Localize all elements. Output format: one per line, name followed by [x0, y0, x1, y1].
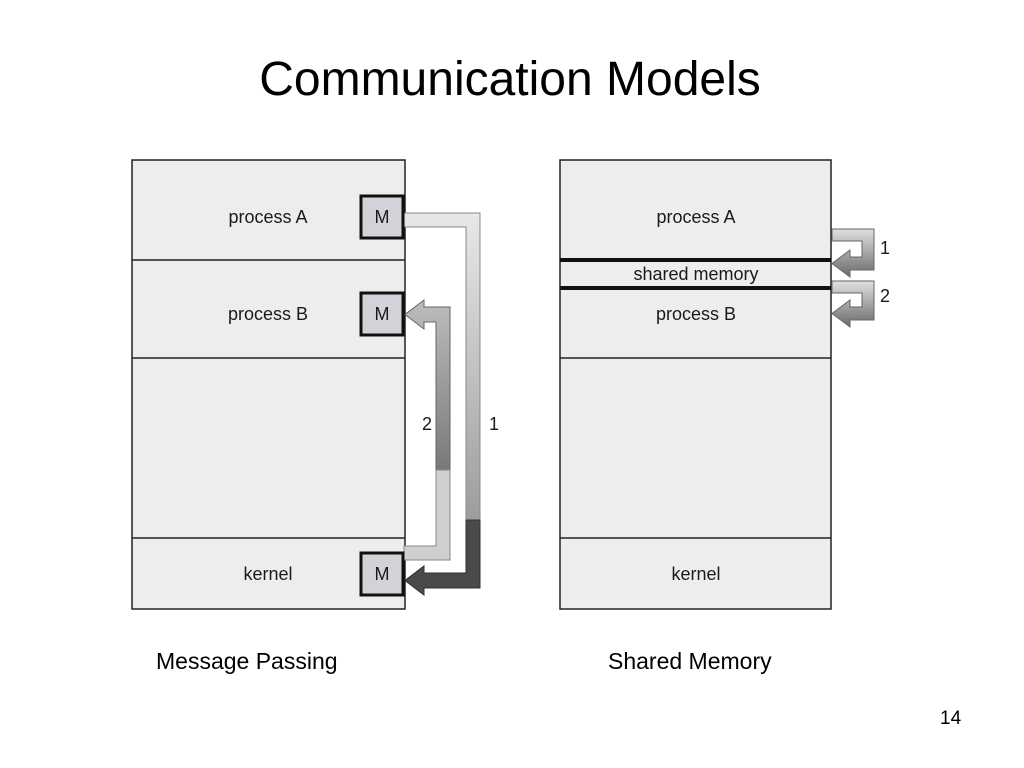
message-passing-caption: Message Passing [156, 648, 338, 674]
mp-arrow-2-body-light [403, 469, 451, 561]
message-passing-diagram: process A process B kernel 1 2 M M M [131, 159, 499, 610]
shared-memory-diagram: process A shared memory process B kernel… [559, 159, 890, 610]
sm-arrow-2 [831, 280, 875, 328]
sm-process-b-label: process B [656, 304, 736, 324]
sm-shared-memory-label: shared memory [633, 264, 758, 284]
sm-arrow-1 [831, 228, 875, 278]
sm-kernel-label: kernel [671, 564, 720, 584]
mp-arrow-2-label: 2 [422, 414, 432, 434]
mailbox-label: M [375, 207, 390, 227]
mp-mailbox-process-a: M [359, 194, 405, 240]
sm-process-a-label: process A [656, 207, 735, 227]
mp-mailbox-kernel: M [359, 551, 405, 597]
sm-memory-box [559, 159, 832, 610]
mailbox-label: M [375, 304, 390, 324]
shared-memory-caption: Shared Memory [608, 648, 772, 674]
page-number: 14 [940, 708, 962, 729]
sm-arrow-2-label: 2 [880, 286, 890, 306]
sm-arrow-1-label: 1 [880, 238, 890, 258]
mp-mailbox-process-b: M [359, 291, 405, 337]
mp-arrow-1-head [404, 519, 481, 597]
mp-arrow-1-label: 1 [489, 414, 499, 434]
mp-process-a-label: process A [228, 207, 307, 227]
mp-process-b-label: process B [228, 304, 308, 324]
mp-kernel-label: kernel [243, 564, 292, 584]
mailbox-label: M [375, 564, 390, 584]
slide-title: Communication Models [259, 53, 761, 106]
